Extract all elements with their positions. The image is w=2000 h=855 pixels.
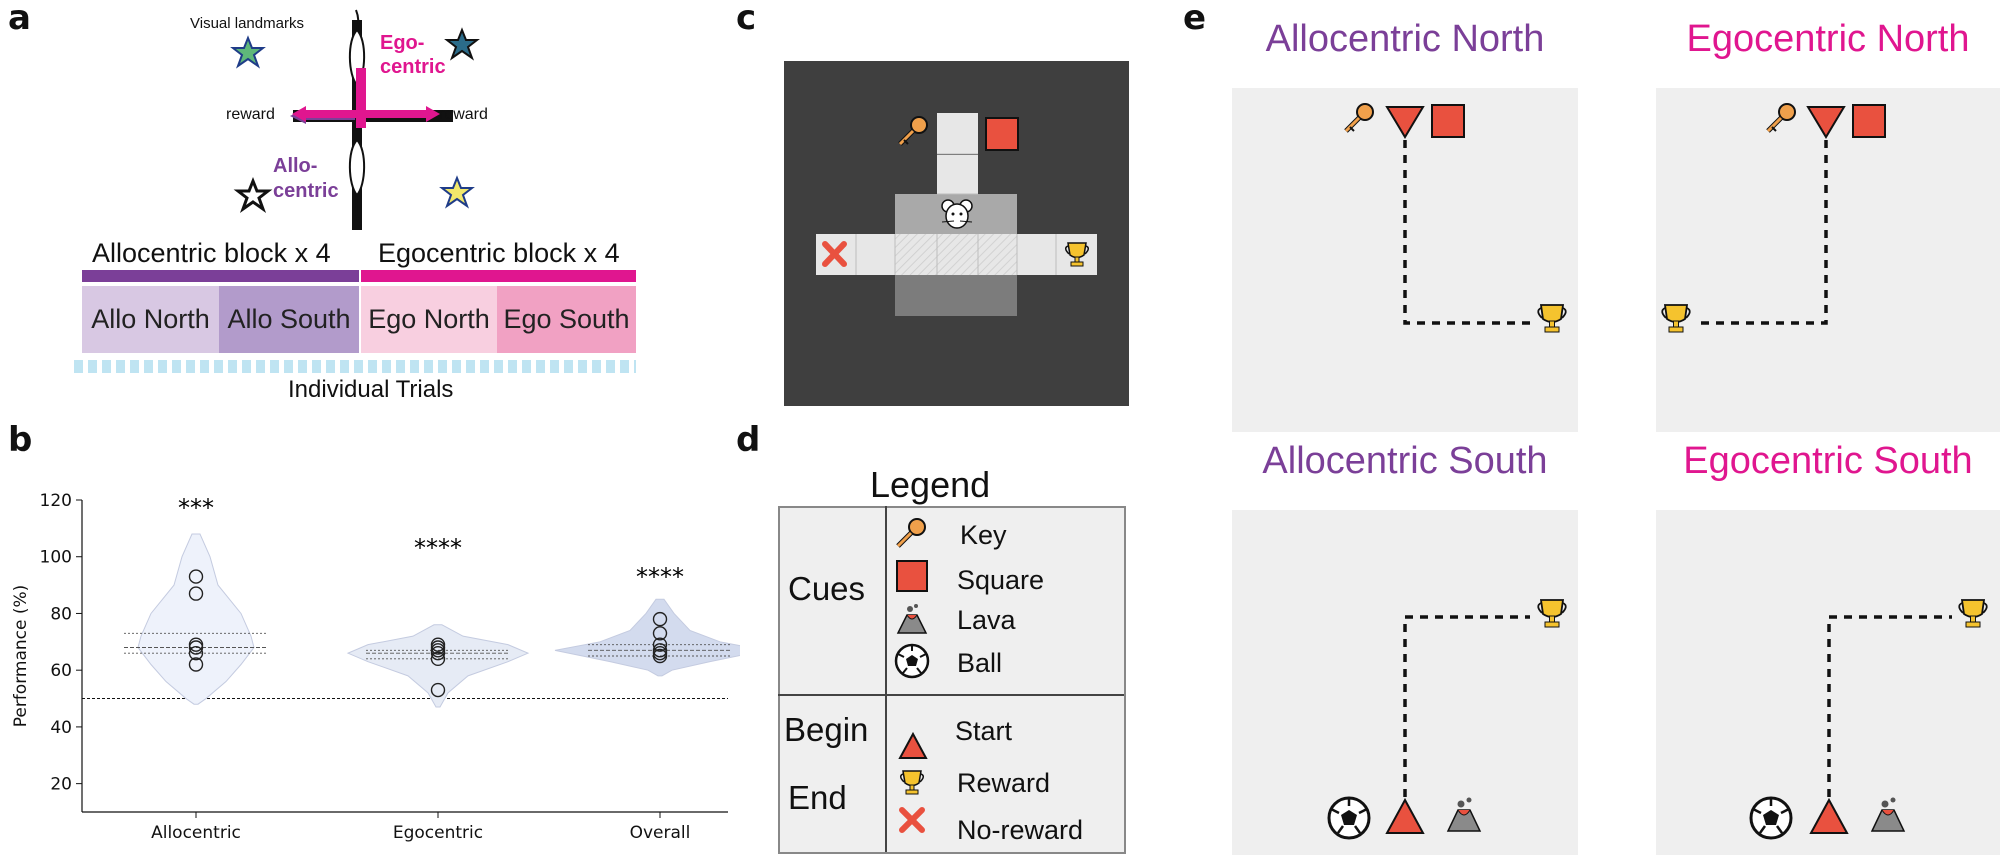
title-allocentric-south: Allocentric South [1262, 440, 1548, 482]
legend-start-icon [898, 731, 928, 759]
key-icon [898, 116, 928, 146]
legend-box [778, 506, 1126, 854]
title-allocentric-north: Allocentric North [1265, 18, 1545, 60]
ego-south-segment: Ego South [497, 286, 636, 353]
x-tick-label: Egocentric [393, 823, 483, 843]
allo-north-segment: Allo North [82, 286, 219, 353]
data-point [652, 611, 668, 627]
trial-panel-allocentric-north [1232, 88, 1578, 432]
legend-ball-text: Ball [957, 648, 1003, 678]
panel-label-c: c [736, 0, 757, 38]
allo-south-segment: Allo South [219, 286, 359, 353]
data-point [188, 586, 204, 601]
data-point [430, 651, 446, 667]
data-point [188, 637, 204, 652]
allo-block-bar [82, 270, 359, 282]
legend-no-reward-text: No-reward [957, 815, 1084, 845]
allo-block-label: Allocentric block x 4 [92, 238, 331, 268]
corridor-top-2 [937, 155, 978, 195]
data-point [430, 637, 446, 652]
trial-ticks [74, 360, 636, 373]
no-reward-x-icon [822, 241, 847, 267]
data-point [652, 637, 668, 652]
violin-allocentric [137, 533, 255, 705]
landmark-star-yellow-icon [439, 175, 475, 209]
reward-left-label: reward [226, 106, 275, 123]
legend-vertical-divider [885, 506, 887, 852]
significance-label: **** [636, 563, 684, 591]
y-tick-label: 40 [50, 718, 72, 738]
corridor-top-1 [937, 113, 978, 154]
allo-label-line2: centric [273, 180, 339, 202]
maze-grid-svg [816, 113, 1097, 316]
legend-reward-text: Reward [957, 768, 1051, 798]
x-tick-label: Allocentric [151, 823, 241, 843]
maze-schematic [0, 0, 720, 240]
reward-right-label: reward [439, 106, 488, 123]
legend-begin-label: Begin [784, 711, 869, 748]
legend-title: Legend [870, 464, 991, 505]
legend-ball-icon [894, 643, 930, 679]
legend-square-text: Square [957, 565, 1045, 595]
x-tick-label: Overall [630, 823, 691, 843]
legend-lava-icon [896, 604, 928, 634]
landmark-star-white-icon [233, 176, 273, 213]
data-point [188, 645, 204, 661]
panel-label-e: e [1183, 0, 1207, 38]
mouse-icon [941, 199, 973, 229]
significance-label: *** [178, 494, 214, 522]
ego-arrow-left-head [292, 106, 306, 122]
title-egocentric-north: Egocentric North [1686, 18, 1970, 60]
violin-overall [554, 598, 740, 677]
panel-label-a: a [8, 0, 31, 38]
legend-key-icon [896, 518, 926, 548]
landmark-star-blue-icon [444, 27, 480, 61]
legend-start-text: Start [955, 716, 1013, 746]
legend-end-label: End [788, 779, 847, 816]
significance-label: **** [414, 534, 462, 562]
y-tick-label: 100 [40, 548, 72, 568]
trial-panel-egocentric-south [1656, 510, 2000, 855]
allo-label-line1: Allo- [273, 155, 318, 177]
y-tick-label: 120 [40, 491, 72, 511]
panel-label-d: d [736, 420, 761, 460]
data-point [188, 569, 204, 584]
ego-block-bar [361, 270, 636, 282]
maze-svg [230, 9, 480, 230]
square-cue-icon [985, 117, 1019, 151]
legend-lava-text: Lava [957, 605, 1016, 635]
data-point [188, 657, 204, 672]
y-tick-label: 20 [50, 775, 72, 795]
ego-label-line1: Ego- [380, 32, 425, 54]
rat-bottom-icon [348, 138, 366, 197]
legend-no-reward-icon [899, 807, 925, 833]
landmark-star-green-icon [230, 35, 266, 69]
title-egocentric-south: Egocentric South [1683, 440, 1973, 482]
panel-label-b: b [8, 420, 33, 460]
ego-block-label: Egocentric block x 4 [378, 238, 620, 268]
y-tick-label: 80 [50, 604, 72, 624]
individual-trials-label: Individual Trials [288, 376, 454, 403]
ego-arrow-right-head [426, 106, 440, 122]
data-point [430, 682, 446, 698]
legend-reward-icon [900, 770, 924, 795]
trial-panel-egocentric-north [1656, 88, 2000, 432]
ego-label-line2: centric [380, 56, 446, 78]
data-point [652, 643, 668, 658]
y-tick-label: 60 [50, 661, 72, 681]
y-axis-label: Performance (%) [11, 585, 31, 728]
trophy-icon [1065, 242, 1089, 267]
legend-key-text: Key [960, 520, 1007, 550]
legend-icons [894, 518, 930, 833]
trial-panel-allocentric-south [1232, 510, 1578, 855]
legend-cues-label: Cues [788, 570, 866, 607]
legend-horizontal-divider [778, 694, 1124, 696]
data-point [652, 626, 668, 641]
visual-landmarks-label: Visual landmarks [190, 15, 304, 32]
ego-north-segment: Ego North [361, 286, 497, 353]
legend-square-icon [896, 560, 928, 592]
